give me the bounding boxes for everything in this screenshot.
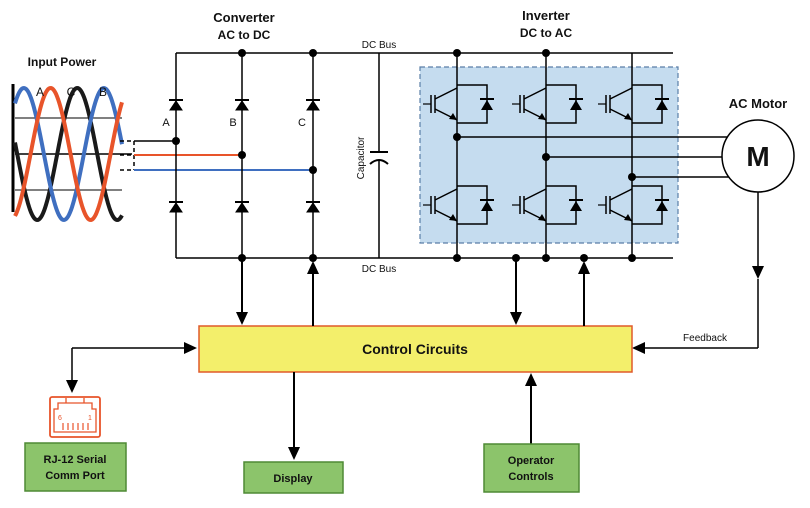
motor-symbol: M (746, 141, 769, 172)
feedback-label: Feedback (683, 333, 728, 344)
phase-c-wave (13, 85, 124, 223)
igbt-switch-upper-3 (598, 84, 669, 124)
arrow-to-ctrl-from-comm (184, 342, 197, 354)
feedback-arrowhead-down (752, 266, 764, 279)
phase-label-c: C (298, 117, 306, 129)
capacitor-label: Capacitor (356, 136, 367, 179)
rj12-pin-6: 6 (58, 415, 62, 422)
operator-line-1: Operator (508, 455, 555, 467)
arrow-ctrl-to-conv (307, 261, 319, 274)
dc-bus-bottom-label: DC Bus (362, 264, 396, 275)
inv-top-dot-2 (542, 49, 550, 57)
diode-b-lower (235, 201, 249, 213)
rj12-line-1: RJ-12 Serial (44, 454, 107, 466)
ac-motor: AC Motor M (721, 96, 795, 193)
input-power-waveform: Input Power A C B (11, 55, 132, 223)
rj12-connector-icon: 6 1 (49, 396, 101, 438)
converter-bridge: Converter AC to DC A B C (162, 10, 320, 262)
wave-label-c: C (67, 85, 76, 99)
diode-c-lower (306, 201, 320, 213)
igbt-switch-upper-2 (512, 84, 583, 124)
inv-bot-dot-1 (453, 254, 461, 262)
feedback-path: Feedback (632, 192, 764, 354)
dc-bus-top-label: DC Bus (362, 40, 396, 51)
input-stubs (120, 140, 135, 171)
arrow-ctrl-to-inv (578, 261, 590, 274)
feedback-arrowhead-left (632, 342, 645, 354)
junction-a (172, 137, 180, 145)
rj12-line-2: Comm Port (45, 470, 105, 482)
diode-a-lower (169, 201, 183, 213)
inv-bot-dot-ctrl2 (580, 254, 588, 262)
junction-top-b (238, 49, 246, 57)
input-power-label: Input Power (28, 55, 97, 69)
wave-label-b: B (99, 85, 107, 99)
igbt-switch-lower-1 (423, 185, 494, 225)
igbt-switch-upper-1 (423, 84, 494, 124)
diode-b-upper (235, 99, 249, 111)
inverter-subtitle: DC to AC (520, 26, 573, 40)
wave-label-a: A (36, 85, 44, 99)
arrow-ctrl-to-display (288, 447, 300, 460)
arrow-operator-to-ctrl (525, 373, 537, 386)
inv-top-dot-1 (453, 49, 461, 57)
control-circuits-label: Control Circuits (362, 341, 468, 357)
inv-bot-dot-3 (628, 254, 636, 262)
rj12-pin-1: 1 (88, 415, 92, 422)
junction-b (238, 151, 246, 159)
diode-a-upper (169, 99, 183, 111)
phase-label-a: A (162, 117, 170, 129)
arrow-conv-to-ctrl (236, 312, 248, 325)
control-circuits-box (198, 325, 633, 373)
inv-bot-dot-2 (542, 254, 550, 262)
junction-bot-c (309, 254, 317, 262)
converter-title: Converter (213, 10, 274, 25)
phase-label-b: B (229, 117, 236, 129)
phase-b-wave (13, 85, 124, 223)
arrow-inv-to-ctrl (510, 312, 522, 325)
control-arrows (66, 258, 590, 460)
converter-subtitle: AC to DC (218, 28, 271, 42)
display-box (243, 461, 344, 494)
inverter-title: Inverter (522, 8, 570, 23)
display-label: Display (273, 473, 313, 485)
inverter-bridge (423, 49, 731, 262)
igbt-switch-lower-3 (598, 185, 669, 225)
junction-c (309, 166, 317, 174)
dc-link-capacitor: Capacitor (356, 53, 389, 258)
operator-line-2: Controls (508, 471, 553, 483)
arrow-to-comm-port (66, 380, 78, 393)
ac-motor-label: AC Motor (729, 96, 788, 111)
rj12-port-box (24, 442, 127, 492)
junction-top-c (309, 49, 317, 57)
operator-controls-box (483, 443, 580, 493)
diode-c-upper (306, 99, 320, 111)
igbt-switch-lower-2 (512, 185, 583, 225)
